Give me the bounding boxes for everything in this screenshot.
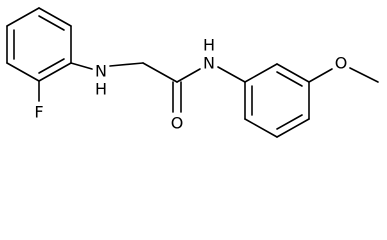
amine-nitrogen-label: N xyxy=(95,62,107,81)
methylene-to-carbonyl-bond xyxy=(142,62,178,83)
amide-nitrogen-label: N xyxy=(203,54,215,73)
ring2-bond-5 xyxy=(276,63,310,83)
ring1-bond-1 xyxy=(38,7,72,27)
ring-to-ether-oxygen-bond xyxy=(308,68,333,83)
fluorine-label: F xyxy=(34,103,43,122)
methoxyphenyl-ring xyxy=(244,63,310,138)
ring1-bond-4 xyxy=(6,62,40,82)
ether-oxygen-to-methyl-bond xyxy=(349,67,379,83)
ring1-inner-double-2 xyxy=(38,58,65,74)
amine-to-methylene-bond xyxy=(109,62,144,67)
ring-to-amine-bond xyxy=(70,62,93,70)
ring1-inner-double-1 xyxy=(38,15,65,31)
amide-nitrogen-to-ring-bond xyxy=(217,66,246,83)
chemical-structure: F N H O N H O xyxy=(6,7,379,138)
ring2-bond-3 xyxy=(276,118,310,138)
ring2-bond-6 xyxy=(244,63,278,83)
ether-oxygen-label: O xyxy=(335,54,348,73)
ring2-inner-double-3 xyxy=(276,71,303,87)
ring1-bond-3 xyxy=(38,62,72,82)
amine-hydrogen-label: H xyxy=(95,80,107,99)
carbonyl-oxygen-label: O xyxy=(171,114,184,133)
ring2-inner-double-2 xyxy=(276,114,303,130)
ring1-bond-6 xyxy=(6,7,40,27)
fluorophenyl-ring xyxy=(6,7,72,82)
amide-hydrogen-label: H xyxy=(203,36,215,55)
carbonyl-to-amide-nitrogen-bond xyxy=(176,68,201,83)
ring2-bond-2 xyxy=(244,118,278,138)
